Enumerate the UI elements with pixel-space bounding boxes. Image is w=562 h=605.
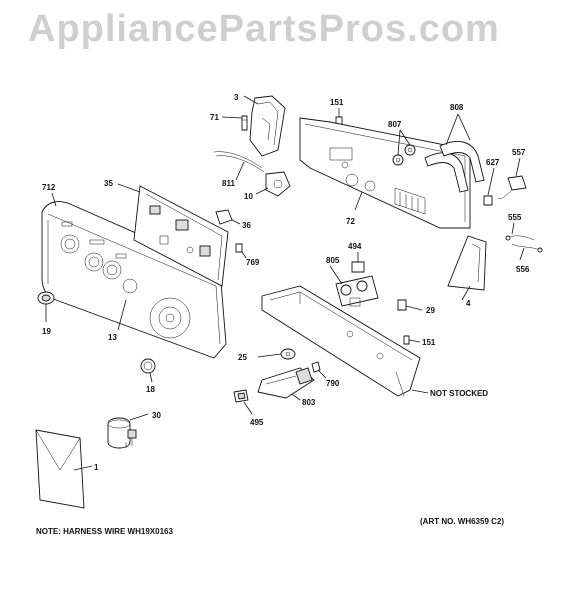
callout-35: 35 bbox=[104, 179, 113, 188]
callout-25: 25 bbox=[238, 353, 247, 362]
part-72-backsplash[interactable] bbox=[299, 117, 471, 229]
part-805-water-valve[interactable] bbox=[335, 275, 379, 307]
part-29[interactable] bbox=[397, 299, 407, 311]
callout-556: 556 bbox=[516, 265, 530, 274]
callout-3: 3 bbox=[234, 93, 239, 102]
callout-769: 769 bbox=[246, 258, 260, 267]
part-3-bracket[interactable] bbox=[249, 95, 286, 157]
callout-18: 18 bbox=[146, 385, 155, 394]
callout-151-top: 151 bbox=[330, 98, 344, 107]
callout-494: 494 bbox=[348, 242, 362, 251]
part-1-tech-sheet[interactable] bbox=[35, 429, 85, 509]
part-627[interactable] bbox=[483, 195, 493, 206]
part-555-wire[interactable] bbox=[505, 235, 535, 241]
callout-803: 803 bbox=[302, 398, 316, 407]
not-stocked-label: NOT STOCKED bbox=[430, 389, 488, 398]
callout-29: 29 bbox=[426, 306, 435, 315]
callout-19: 19 bbox=[42, 327, 51, 336]
callout-712: 712 bbox=[42, 183, 56, 192]
part-556-wire[interactable] bbox=[511, 243, 543, 253]
callout-1: 1 bbox=[94, 463, 99, 472]
callout-807: 807 bbox=[388, 120, 402, 129]
callout-790: 790 bbox=[326, 379, 340, 388]
callout-555: 555 bbox=[508, 213, 522, 222]
callout-808: 808 bbox=[450, 103, 464, 112]
part-712-console[interactable] bbox=[41, 201, 227, 359]
callout-805: 805 bbox=[326, 256, 340, 265]
callout-10: 10 bbox=[244, 192, 253, 201]
callout-151-bottom: 151 bbox=[422, 338, 436, 347]
part-19-knob[interactable] bbox=[37, 291, 55, 305]
art-number: (ART NO. WH6359 C2) bbox=[420, 517, 504, 526]
part-10-pressure-switch[interactable] bbox=[265, 171, 291, 197]
part-495[interactable] bbox=[233, 389, 249, 403]
part-35-control-board[interactable] bbox=[133, 185, 229, 287]
part-18-ring[interactable] bbox=[140, 358, 156, 374]
callout-557: 557 bbox=[512, 148, 526, 157]
callout-495: 495 bbox=[250, 418, 264, 427]
part-803-dispenser[interactable] bbox=[257, 367, 315, 399]
callout-13: 13 bbox=[108, 333, 117, 342]
part-769-screw[interactable] bbox=[235, 243, 243, 253]
part-base-panel bbox=[261, 285, 421, 397]
callout-30: 30 bbox=[152, 411, 161, 420]
part-790[interactable] bbox=[311, 361, 321, 373]
callout-811: 811 bbox=[222, 179, 235, 188]
watermark: AppliancePartsPros.com bbox=[28, 8, 500, 50]
part-71-screw[interactable] bbox=[241, 115, 248, 131]
part-4-end-bracket[interactable] bbox=[447, 235, 487, 291]
part-36[interactable] bbox=[215, 209, 233, 225]
part-25[interactable] bbox=[280, 348, 296, 360]
part-808-hoses[interactable] bbox=[424, 140, 485, 193]
part-151-clip-bottom[interactable] bbox=[403, 335, 410, 345]
callout-627: 627 bbox=[486, 158, 500, 167]
harness-note: NOTE: HARNESS WIRE WH19X0163 bbox=[36, 527, 173, 536]
part-494[interactable] bbox=[351, 261, 365, 273]
callout-72: 72 bbox=[346, 217, 355, 226]
part-30-timer[interactable] bbox=[107, 417, 137, 449]
part-811-harness[interactable] bbox=[213, 151, 265, 173]
callout-36: 36 bbox=[242, 221, 251, 230]
part-557-cord-connector[interactable] bbox=[497, 175, 527, 199]
callout-71: 71 bbox=[210, 113, 219, 122]
callout-4: 4 bbox=[466, 299, 471, 308]
